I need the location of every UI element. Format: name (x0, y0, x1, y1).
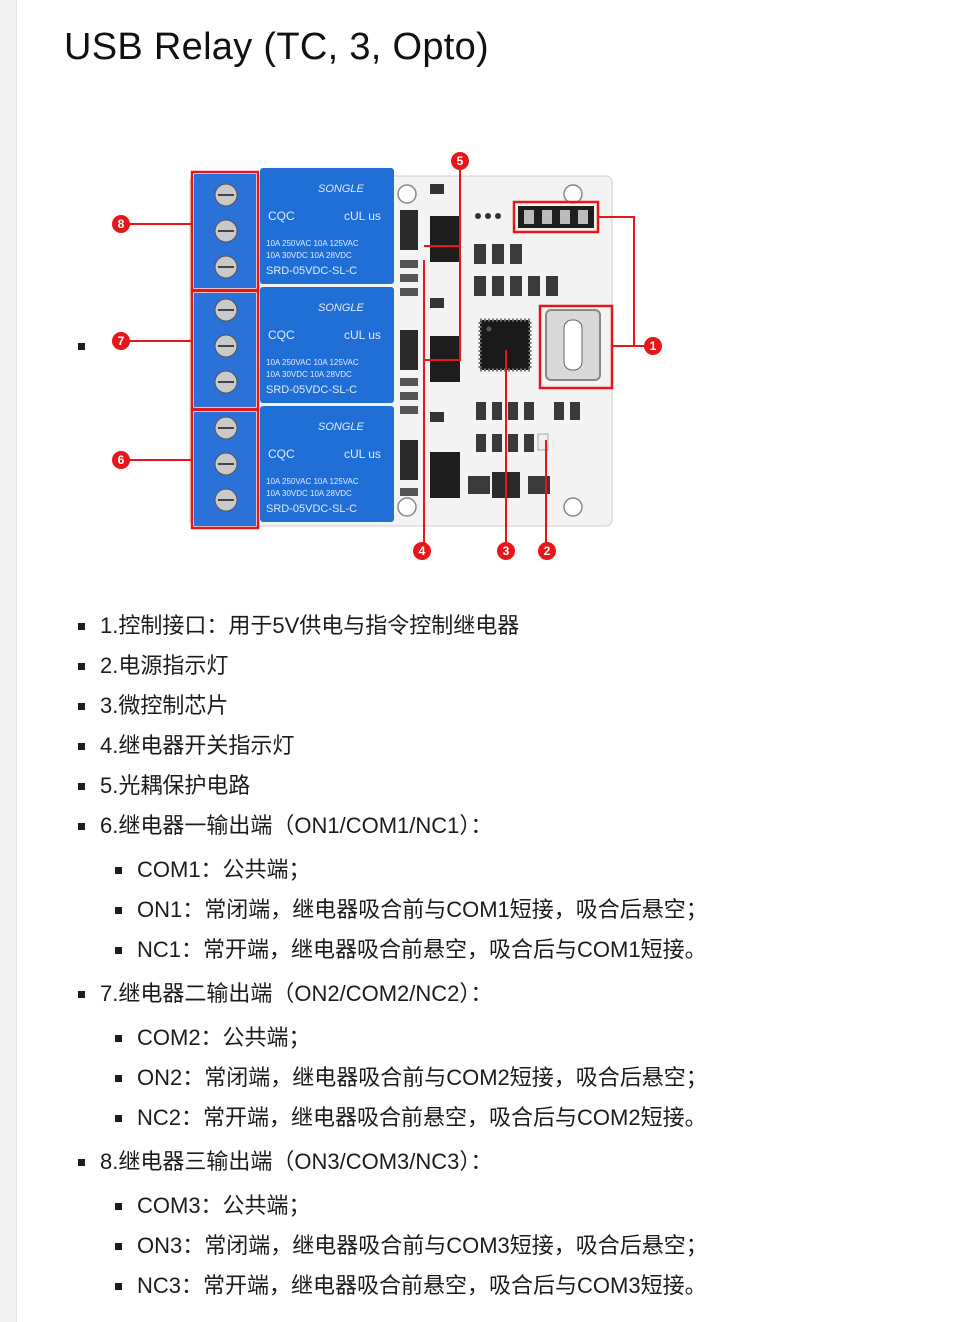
relay-board-figure: SONGLE CQC cUL us 10A 250VAC 10A 125VAC … (112, 152, 662, 560)
figure-bullet (78, 343, 85, 350)
sub-item: ON1：常闭端，继电器吸合前与COM1短接，吸合后悬空； (100, 890, 938, 930)
header-pins (475, 206, 594, 228)
svg-text:cUL us: cUL us (344, 209, 381, 223)
svg-text:CQC: CQC (268, 328, 295, 342)
svg-text:5: 5 (457, 154, 464, 168)
svg-text:3: 3 (503, 544, 510, 558)
svg-text:cUL us: cUL us (344, 328, 381, 342)
mount-hole (397, 184, 417, 204)
sub-item: NC1：常开端，继电器吸合前悬空，吸合后与COM1短接。 (100, 930, 938, 970)
terminal-block-3 (194, 174, 256, 288)
svg-text:1: 1 (650, 339, 657, 353)
power-led (537, 433, 549, 451)
diode-column (400, 210, 418, 496)
list-item: 1.控制接口：用于5V供电与指令控制继电器 (78, 606, 938, 646)
mount-hole (397, 497, 417, 517)
list-item-relay-2: 7.继电器二输出端（ON2/COM2/NC2）： COM2：公共端； ON2：常… (78, 974, 938, 1138)
svg-text:7: 7 (118, 334, 125, 348)
terminal-block-1 (194, 412, 256, 526)
mount-hole (563, 497, 583, 517)
relay-3-pins: COM3：公共端； ON3：常闭端，继电器吸合前与COM3短接，吸合后悬空； N… (100, 1186, 938, 1306)
list-item-relay-3: 8.继电器三输出端（ON3/COM3/NC3）： COM3：公共端； ON3：常… (78, 1142, 938, 1306)
list-item: 4.继电器开关指示灯 (78, 726, 938, 766)
sub-item: COM2：公共端； (100, 1018, 938, 1058)
relay-2: SONGLE CQC cUL us 10A 250VAC 10A 125VAC … (260, 287, 394, 403)
list-item-label: 6.继电器一输出端（ON1/COM1/NC1）： (100, 813, 493, 838)
svg-text:SONGLE: SONGLE (318, 302, 365, 314)
sub-item: COM1：公共端； (100, 850, 938, 890)
usb-c-connector (545, 309, 601, 381)
svg-text:10A 250VAC 10A 125VAC: 10A 250VAC 10A 125VAC (266, 477, 359, 486)
list-item-label: 8.继电器三输出端（ON3/COM3/NC3）： (100, 1149, 493, 1174)
list-item-label: 7.继电器二输出端（ON2/COM2/NC2）： (100, 981, 493, 1006)
svg-text:10A 30VDC 10A 28VDC: 10A 30VDC 10A 28VDC (266, 370, 352, 379)
relay-2-pins: COM2：公共端； ON2：常闭端，继电器吸合前与COM2短接，吸合后悬空； N… (100, 1018, 938, 1138)
list-item-relay-1: 6.继电器一输出端（ON1/COM1/NC1）： COM1：公共端； ON1：常… (78, 806, 938, 970)
svg-text:6: 6 (118, 453, 125, 467)
svg-text:10A 250VAC 10A 125VAC: 10A 250VAC 10A 125VAC (266, 239, 359, 248)
svg-text:SRD-05VDC-SL-C: SRD-05VDC-SL-C (266, 265, 357, 277)
terminal-block-2 (194, 293, 256, 407)
svg-text:10A 250VAC 10A 125VAC: 10A 250VAC 10A 125VAC (266, 358, 359, 367)
svg-text:SONGLE: SONGLE (318, 183, 365, 195)
svg-text:4: 4 (419, 544, 426, 558)
svg-text:8: 8 (118, 217, 125, 231)
page-title: USB Relay (TC, 3, Opto) (64, 26, 490, 68)
sub-item: ON2：常闭端，继电器吸合前与COM2短接，吸合后悬空； (100, 1058, 938, 1098)
sub-item: ON3：常闭端，继电器吸合前与COM3短接，吸合后悬空； (100, 1226, 938, 1266)
svg-text:10A 30VDC 10A 28VDC: 10A 30VDC 10A 28VDC (266, 251, 352, 260)
mount-hole (563, 184, 583, 204)
sub-item: NC2：常开端，继电器吸合前悬空，吸合后与COM2短接。 (100, 1098, 938, 1138)
svg-text:10A 30VDC 10A 28VDC: 10A 30VDC 10A 28VDC (266, 489, 352, 498)
relay-1-pins: COM1：公共端； ON1：常闭端，继电器吸合前与COM1短接，吸合后悬空； N… (100, 850, 938, 970)
svg-text:CQC: CQC (268, 447, 295, 461)
svg-text:SRD-05VDC-SL-C: SRD-05VDC-SL-C (266, 503, 357, 515)
left-margin-bar (0, 0, 17, 1322)
smd-components (468, 244, 580, 494)
feature-list: 1.控制接口：用于5V供电与指令控制继电器 2.电源指示灯 3.微控制芯片 4.… (78, 606, 938, 1310)
relay-3: SONGLE CQC cUL us 10A 250VAC 10A 125VAC … (260, 406, 394, 522)
list-item: 5.光耦保护电路 (78, 766, 938, 806)
sub-item: NC3：常开端，继电器吸合前悬空，吸合后与COM3短接。 (100, 1266, 938, 1306)
list-item: 2.电源指示灯 (78, 646, 938, 686)
sub-item: COM3：公共端； (100, 1186, 938, 1226)
svg-text:2: 2 (544, 544, 551, 558)
callout-lines (128, 162, 646, 546)
svg-text:CQC: CQC (268, 209, 295, 223)
relay-1: SONGLE CQC cUL us 10A 250VAC 10A 125VAC … (260, 168, 394, 284)
list-item: 3.微控制芯片 (78, 686, 938, 726)
callout-markers: 1 2 3 4 5 6 7 8 (112, 152, 662, 560)
svg-text:SRD-05VDC-SL-C: SRD-05VDC-SL-C (266, 384, 357, 396)
svg-text:SONGLE: SONGLE (318, 421, 365, 433)
svg-text:cUL us: cUL us (344, 447, 381, 461)
